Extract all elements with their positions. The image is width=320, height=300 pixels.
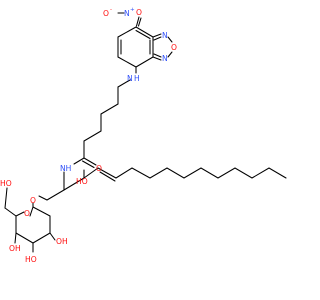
amide-nitrogen: NH (60, 164, 71, 173)
chemical-structure: O - N + O N O N N H O NH HO O O HO OH OH… (0, 7, 287, 264)
ch2-hydroxyl: HO (0, 179, 12, 188)
atom-labels: O - N + O N O N N H O NH HO O O HO OH OH… (0, 7, 177, 264)
nitro-plus-charge: + (130, 7, 135, 13)
sugar-hydroxyl-right: OH (56, 237, 68, 246)
amine-nitrogen: N (127, 74, 133, 83)
chain-hydroxyl: HO (76, 177, 88, 186)
sugar-ring-oxygen: O (24, 209, 30, 218)
nitro-nitrogen: N (124, 9, 130, 18)
oxadiazole-nitrogen-top: N (162, 31, 168, 40)
sugar-hydroxyl-left: OH (9, 244, 21, 253)
oxadiazole-oxygen: O (171, 43, 177, 52)
amine-hydrogen: H (134, 74, 140, 83)
oxadiazole-nitrogen-bottom: N (162, 54, 168, 63)
sugar-hydroxyl-bottom: HO (25, 255, 37, 264)
nitro-oxygen: O (136, 8, 142, 17)
nitro-oxygen-anion: O (103, 9, 109, 18)
amide-oxygen: O (96, 164, 102, 173)
nitro-minus-charge: - (110, 7, 112, 13)
glycosidic-oxygen: O (30, 196, 36, 205)
bond-lines (4, 12, 287, 253)
